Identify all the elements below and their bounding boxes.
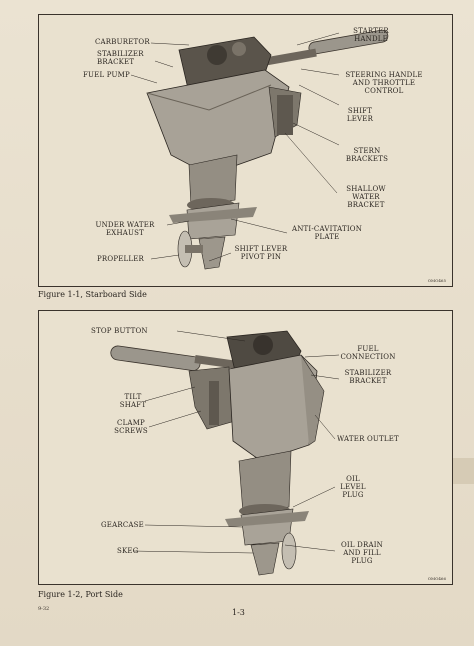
label-stabilizer-bracket-port: STABILIZER BRACKET	[344, 369, 392, 385]
label-steering-handle: STEERING HANDLE AND THROTTLE CONTROL	[345, 71, 423, 95]
figure-2-caption: Figure 1-2, Port Side	[38, 590, 123, 599]
label-skeg: SKEG	[117, 547, 139, 555]
label-oil-level-plug: OIL LEVEL PLUG	[340, 475, 366, 499]
label-stop-button: STOP BUTTON	[91, 327, 148, 335]
figure-2-code: OMO466	[427, 576, 446, 581]
label-water-outlet: WATER OUTLET	[337, 435, 399, 443]
label-oil-drain-fill-plug: OIL DRAIN AND FILL PLUG	[340, 541, 383, 565]
label-propeller: PROPELLER	[97, 255, 145, 263]
label-under-water-exhaust: UNDER WATER EXHAUST	[95, 221, 155, 237]
corner-mark: 9-32	[38, 606, 50, 612]
label-gearcase: GEARCASE	[101, 521, 144, 529]
figure-1-illustration	[130, 29, 389, 270]
label-shift-lever: SHIFT LEVER	[346, 107, 374, 123]
label-shallow-water-bracket: SHALLOW WATER BRACKET	[346, 185, 386, 209]
label-stern-brackets: STERN BRACKETS	[345, 147, 389, 163]
figure-1-code: OMO465	[427, 278, 446, 283]
label-clamp-screws: CLAMP SCREWS	[114, 419, 148, 435]
label-fuel-pump: FUEL PUMP	[83, 71, 130, 79]
page-number: 1-3	[232, 608, 245, 617]
figure-1-caption: Figure 1-1, Starboard Side	[38, 290, 147, 299]
label-stabilizer-bracket: STABILIZER BRACKET	[97, 50, 144, 66]
label-carburetor: CARBURETOR	[95, 38, 150, 46]
figure-2-illustration	[110, 330, 340, 576]
figure-1-frame: CARBURETOR STABILIZER BRACKET FUEL PUMP …	[38, 14, 453, 287]
label-fuel-connection: FUEL CONNECTION	[340, 345, 396, 361]
label-shift-lever-pivot-pin: SHIFT LEVER PIVOT PIN	[234, 245, 288, 261]
figure-2-frame: STOP BUTTON FUEL CONNECTION STABILIZER B…	[38, 310, 453, 585]
label-starter-handle: STARTER HANDLE	[353, 27, 389, 43]
label-tilt-shaft: TILT SHAFT	[119, 393, 147, 409]
label-anti-cavitation-plate: ANTI-CAVITATION PLATE	[291, 225, 363, 241]
